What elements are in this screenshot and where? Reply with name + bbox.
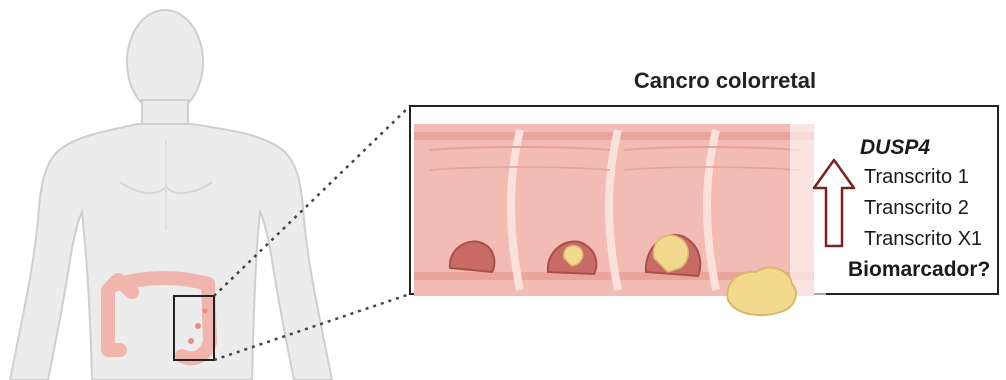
transcript-item: Transcrito 1 — [864, 166, 969, 189]
transcript-item: Transcrito X1 — [864, 228, 982, 251]
human-body-figure — [10, 10, 332, 380]
biomarker-question: Biomarcador? — [848, 258, 990, 282]
diagram-title: Cancro colorretal — [560, 68, 890, 94]
gene-label: DUSP4 — [860, 136, 930, 160]
transcript-item: Transcrito 2 — [864, 197, 969, 220]
